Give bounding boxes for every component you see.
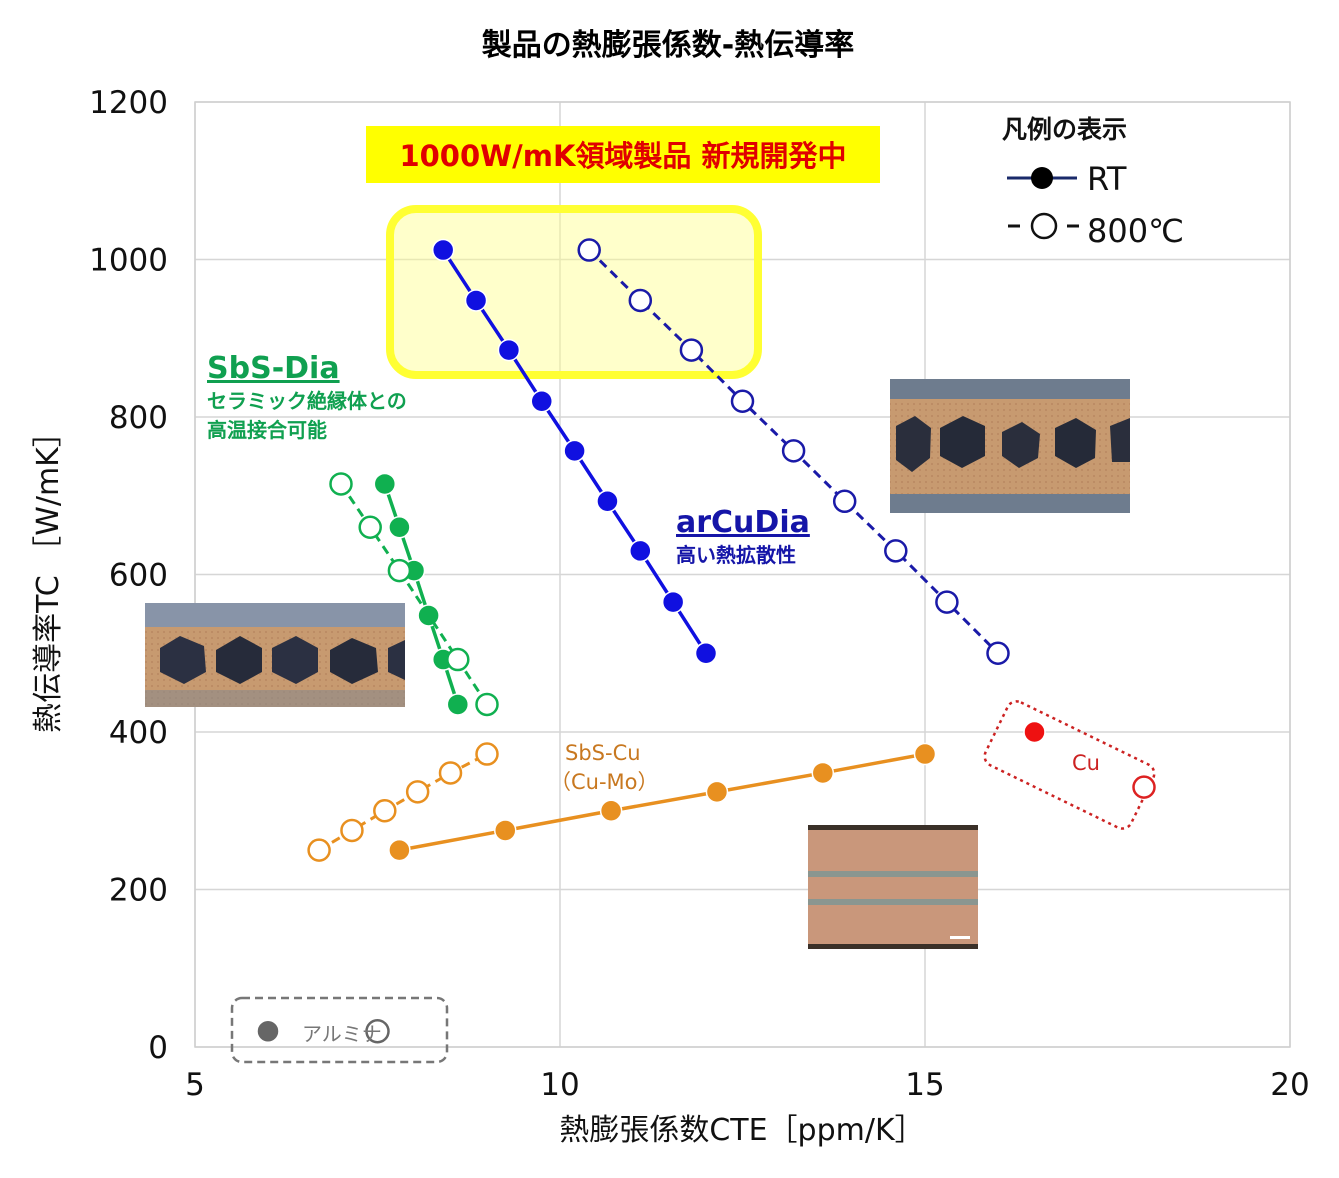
cu-label: Cu	[1072, 751, 1100, 775]
point-1-8	[986, 641, 1010, 665]
x-tick-labels: 5 10 15 20	[185, 1067, 1310, 1103]
series-4-sbs-cu-rt	[388, 742, 937, 862]
point-2-1	[388, 516, 411, 539]
point-0-0	[431, 238, 455, 262]
y-tick-labels: 0 200 400 600 800 1000 1200	[89, 85, 168, 1066]
point-4-3	[705, 780, 729, 804]
y-tick-label-0: 0	[148, 1030, 168, 1066]
x-tick-label-3: 20	[1270, 1067, 1309, 1103]
point-0-2	[497, 338, 521, 362]
point-0-4	[563, 439, 586, 463]
point-3-1	[358, 515, 382, 539]
point-4-4	[811, 761, 835, 785]
point-0-6	[629, 539, 652, 563]
arcudia-micrograph	[890, 379, 1130, 513]
series-5-sbs-cu-800-	[307, 742, 499, 862]
y-tick-label-2: 400	[109, 715, 168, 751]
plot-frame	[194, 101, 1291, 1048]
point-1-3	[730, 389, 755, 413]
point-3-4	[475, 692, 499, 717]
chart-title: 製品の熱膨張係数-熱伝導率	[482, 28, 854, 63]
sbsdia-desc-line1: セラミック絶縁体との	[207, 389, 407, 413]
series-layer	[256, 238, 1156, 1044]
y-tick-label-3: 600	[109, 558, 168, 594]
banner-background	[366, 126, 880, 183]
point-4-1	[494, 819, 517, 842]
point-8-0	[256, 1019, 280, 1043]
y-tick-label-6: 1200	[89, 85, 168, 121]
series-line-3	[339, 483, 489, 706]
point-0-8	[694, 642, 718, 665]
sbscu-micrograph	[808, 825, 978, 949]
point-1-0	[577, 238, 601, 262]
x-tick-label-1: 10	[540, 1067, 579, 1103]
sbsdia-label: SbS-Dia	[207, 351, 340, 386]
sbsdia-desc-line2: 高温接合可能	[207, 418, 327, 442]
arcudia-desc: 高い熱拡散性	[676, 543, 796, 567]
point-7-0	[1132, 775, 1156, 799]
y-tick-label-1: 200	[109, 873, 168, 909]
point-2-5	[446, 693, 470, 716]
legend-rt-label: RT	[1087, 160, 1127, 198]
cu-group-box	[983, 700, 1156, 830]
sbsdia-micrograph	[145, 603, 405, 707]
point-3-3	[446, 647, 470, 672]
series-0-arcudia-rt	[431, 238, 718, 665]
point-1-6	[884, 539, 908, 563]
series-9--800-	[365, 1019, 390, 1044]
highlight-box	[386, 205, 762, 379]
y-tick-label-5: 1000	[89, 243, 168, 279]
point-5-4	[438, 761, 463, 785]
x-tick-label-0: 5	[185, 1067, 205, 1103]
point-0-5	[596, 490, 619, 513]
x-tick-label-2: 15	[905, 1067, 944, 1103]
point-5-5	[475, 742, 499, 766]
series-line-4	[399, 752, 926, 852]
series-1-arcudia-800-	[577, 238, 1010, 665]
point-5-1	[340, 818, 364, 843]
point-6-0	[1023, 720, 1046, 744]
legend: 凡例の表示 RT 800℃	[1002, 115, 1184, 250]
banner-text: 1000W/mK領域製品 新規開発中	[399, 139, 846, 173]
point-4-5	[913, 742, 937, 766]
y-axis-label: 熱伝導率TC ［W/mK］	[31, 417, 66, 733]
legend-title: 凡例の表示	[1002, 115, 1127, 144]
point-1-2	[679, 338, 704, 362]
alumina-group-box	[230, 996, 449, 1064]
point-0-7	[661, 590, 685, 614]
legend-800-label: 800℃	[1087, 212, 1184, 250]
point-1-7	[935, 590, 959, 614]
arcudia-label: arCuDia	[676, 505, 810, 540]
point-4-2	[599, 799, 623, 822]
y-tick-label-4: 800	[109, 400, 168, 436]
point-1-5	[832, 489, 857, 514]
x-axis-label: 熱膨張係数CTE［ppm/K］	[559, 1113, 924, 1148]
point-5-3	[405, 780, 430, 804]
point-1-4	[781, 439, 806, 463]
alumina-label: アルミナ	[302, 1022, 382, 1046]
point-2-0	[373, 472, 397, 496]
sbscu-label-line1: SbS-Cu	[565, 741, 641, 765]
point-0-3	[530, 390, 553, 413]
point-3-0	[329, 472, 353, 496]
series-7-cu-800-	[1132, 775, 1156, 799]
point-5-2	[373, 799, 397, 823]
point-9-0	[365, 1019, 390, 1044]
point-0-1	[464, 289, 488, 312]
series-8--rt	[256, 1019, 280, 1043]
legend-800-marker	[1030, 212, 1058, 240]
point-1-1	[628, 288, 653, 313]
series-3-sbs-dia-800-	[329, 472, 499, 717]
point-5-0	[307, 838, 331, 862]
point-4-0	[388, 838, 411, 862]
sbscu-label-line2: （Cu-Mo）	[550, 770, 659, 794]
point-3-2	[387, 558, 412, 583]
legend-rt-marker	[1031, 167, 1053, 189]
series-6-cu-rt	[1023, 720, 1046, 744]
